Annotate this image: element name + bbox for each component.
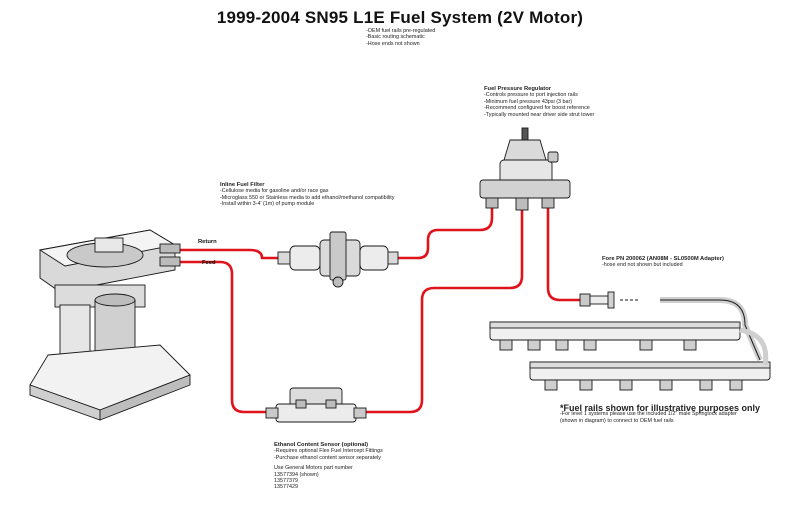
adapter-line: -hose end not shown but included xyxy=(602,262,683,269)
gm-part: 13577429 xyxy=(274,484,298,491)
adapter-title: Fore PN 200062 (AN08M - SL0500M Adapter) xyxy=(602,256,724,262)
regulator-title: Fuel Pressure Regulator xyxy=(484,86,552,92)
fuel-pump-module xyxy=(29,229,191,421)
rails-note-line: -For level 1 systems please use the incl… xyxy=(560,411,737,418)
inline-fuel-filter xyxy=(277,231,399,288)
header-note: -OEM fuel rails pre-regulated xyxy=(366,28,436,34)
filter-line: -Install within 3-4' (1m) of pump module xyxy=(220,201,315,208)
gm-part: 13577379 xyxy=(274,478,298,485)
header-note: -Basic routing schematic xyxy=(366,34,425,41)
gm-parts-title: Use General Motors part number xyxy=(274,465,353,472)
regulator-line: -Minimum fuel pressure 43psi (3 bar) xyxy=(484,98,573,105)
fuel-rails xyxy=(489,297,771,391)
sensor-line: -Requires optional Flex Fuel Intercept F… xyxy=(274,448,383,455)
springlock-adapter xyxy=(579,291,640,309)
header-note: -Hose ends not shown xyxy=(366,40,420,47)
filter-title: Inline Fuel Filter xyxy=(220,182,265,188)
feed-line xyxy=(176,260,278,414)
gm-part: 13577394 (shown) xyxy=(274,471,319,478)
page-title: 1999-2004 SN95 L1E Fuel System (2V Motor… xyxy=(216,8,584,27)
regulator-to-rail-line xyxy=(546,203,582,302)
return-label: Return xyxy=(198,239,217,245)
regulator-line: -Typically mounted near driver side stru… xyxy=(484,111,595,118)
sensor-title: Ethanol Content Sensor (optional) xyxy=(274,442,369,448)
regulator-line: -Controls pressure to port injection rai… xyxy=(484,92,578,99)
header-notes: -OEM fuel rails pre-regulated -Basic rou… xyxy=(366,28,435,47)
rails-note: *Fuel rails shown for illustrative purpo… xyxy=(560,403,761,424)
regulator-line: -Recommend configured for boost referenc… xyxy=(484,105,590,112)
feed-label: Feed xyxy=(202,260,216,266)
filter-notes: Inline Fuel Filter -Cellulose media for … xyxy=(220,182,394,208)
filter-to-regulator-line xyxy=(394,203,494,260)
fuel-pressure-regulator xyxy=(479,127,571,211)
return-line xyxy=(176,248,280,260)
adapter-notes: Fore PN 200062 (AN08M - SL0500M Adapter)… xyxy=(602,256,724,269)
rails-note-line: (shown in diagram) to connect to OEM fue… xyxy=(560,417,674,424)
filter-line: -Microglass 550 or Stainless media to ad… xyxy=(220,194,395,201)
ethanol-content-sensor xyxy=(265,387,367,423)
rails-note-title: *Fuel rails shown for illustrative purpo… xyxy=(560,403,761,413)
sensor-line: -Purchase ethanol content sensor separat… xyxy=(274,454,381,461)
regulator-notes: Fuel Pressure Regulator -Controls pressu… xyxy=(484,86,594,118)
sensor-to-regulator-line xyxy=(362,208,524,414)
filter-line: -Cellulose media for gasoline and/or rac… xyxy=(220,188,329,195)
sensor-notes: Ethanol Content Sensor (optional) -Requi… xyxy=(274,442,383,491)
